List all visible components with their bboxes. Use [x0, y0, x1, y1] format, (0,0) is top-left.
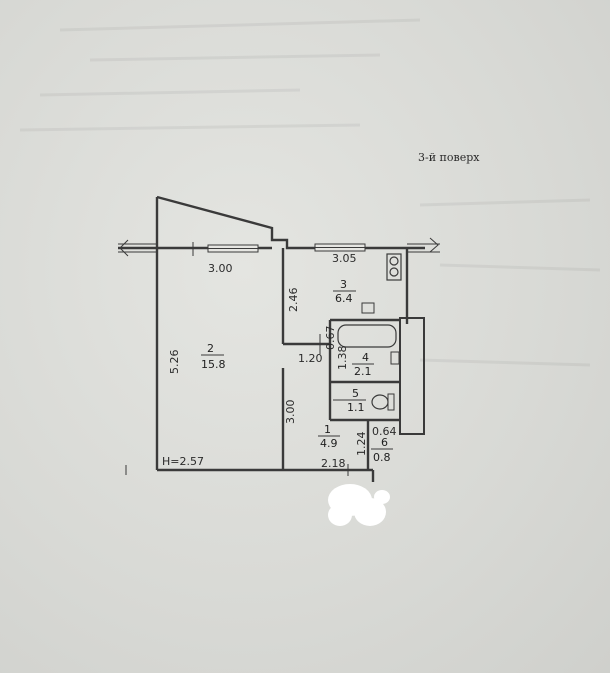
room-6-area: 0.8 — [373, 451, 391, 464]
toilet-icon — [371, 394, 389, 410]
room-2-area: 15.8 — [201, 358, 226, 371]
sink-icon — [361, 302, 375, 314]
dim-2-46: 2.46 — [287, 288, 300, 313]
outer-walls — [118, 195, 425, 482]
balcony-arrows — [118, 237, 440, 257]
room-5-area: 1.1 — [347, 401, 365, 414]
door-marks — [125, 242, 349, 476]
toilet-tank-icon — [387, 393, 395, 411]
room-labels: 2 15.8 3 6.4 4 2.1 5 1.1 1 4.9 6 0.8 — [201, 278, 393, 464]
dim-3-00-top: 3.00 — [208, 262, 233, 275]
redaction-blob — [328, 484, 390, 526]
room-1-area: 4.9 — [320, 437, 338, 450]
floor-label: 3-й поверх — [418, 151, 480, 164]
room-1-number: 1 — [324, 423, 331, 436]
dim-0-67: 0.67 — [324, 326, 337, 351]
room-6-number: 6 — [381, 436, 388, 449]
interior-walls — [281, 248, 425, 470]
room-4-area: 2.1 — [354, 365, 372, 378]
dim-3-00-side: 3.00 — [284, 400, 297, 425]
stove-burner-icon — [389, 256, 399, 266]
dimension-labels: 3.00 3.05 2.46 5.26 0.67 1.20 1.38 3.00 … — [162, 252, 397, 470]
room-3-area: 6.4 — [335, 292, 353, 305]
washbasin-icon — [390, 351, 400, 365]
dim-2-18: 2.18 — [321, 457, 346, 470]
dim-5-26: 5.26 — [168, 350, 181, 375]
room-2-number: 2 — [207, 342, 214, 355]
stove-burner-icon — [389, 267, 399, 277]
dim-3-05: 3.05 — [332, 252, 357, 265]
room-5-number: 5 — [352, 387, 359, 400]
fixtures — [337, 253, 402, 411]
dim-1-38: 1.38 — [336, 346, 349, 371]
bathtub-icon — [337, 324, 397, 348]
dim-1-24: 1.24 — [355, 432, 368, 457]
ceiling-height: H=2.57 — [162, 455, 204, 468]
dim-0-64: 0.64 — [372, 425, 397, 438]
room-4-number: 4 — [362, 351, 369, 364]
dim-1-20: 1.20 — [298, 352, 323, 365]
room-3-number: 3 — [340, 278, 347, 291]
stove-icon — [386, 253, 402, 281]
paper-texture — [19, 18, 601, 367]
windows — [207, 243, 366, 253]
